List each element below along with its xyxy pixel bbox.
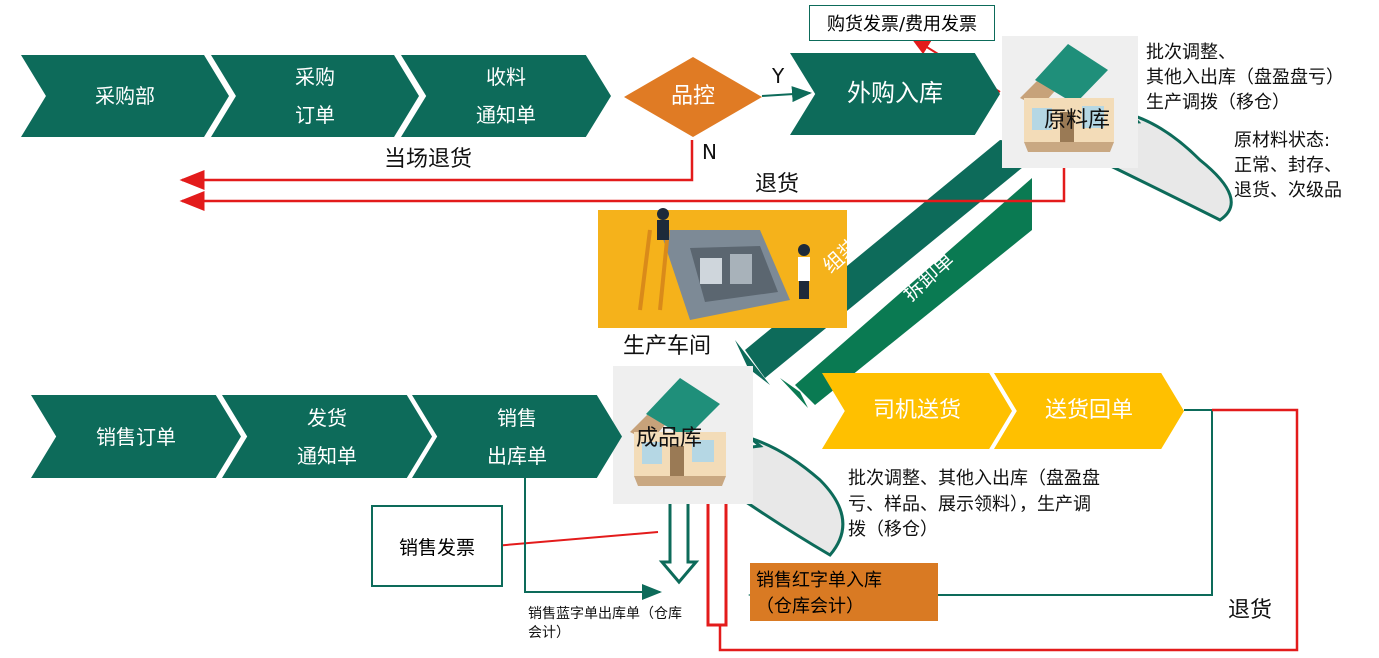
sales-invoice-label: 销售发票 <box>398 536 475 559</box>
assembly-arrow-head <box>735 340 770 385</box>
raw-ops-line-3: 生产调拨（移仓） <box>1146 92 1290 113</box>
onsite-return-line <box>179 140 694 190</box>
finished-warehouse-house-icon <box>613 366 753 504</box>
qc-yes-label: Y <box>772 64 785 88</box>
raw-ops-line-2: 其他入出库（盘盈盘亏） <box>1146 67 1344 88</box>
sales-outbound-label-2: 出库单 <box>487 443 547 468</box>
purchase-dept-label: 采购部 <box>95 84 155 108</box>
purchase-invoice-label: 购货发票/费用发票 <box>826 14 978 35</box>
purchase-order-step: 采购 订单 <box>211 55 419 137</box>
finished-ops-line-3: 拨（移仓） <box>848 519 938 540</box>
purchase-order-label-2: 订单 <box>295 103 335 127</box>
delivery-receipt-step: 送货回单 <box>994 373 1184 449</box>
workshop-illustration <box>598 208 847 328</box>
blue-outbound-line-2: 会计） <box>528 625 570 641</box>
delivery-notice-label-2: 通知单 <box>297 443 357 468</box>
sales-invoice-box: 销售发票 <box>371 505 503 587</box>
raw-status-line-3: 退货、次级品 <box>1234 180 1342 201</box>
receipt-notice-label-2: 通知单 <box>476 103 536 127</box>
raw-warehouse-house-icon <box>1002 36 1138 168</box>
sales-return-label: 退货 <box>1228 598 1273 623</box>
blue-outbound-line <box>524 478 662 600</box>
raw-return-label: 退货 <box>755 172 800 197</box>
purchase-order-label-1: 采购 <box>295 65 335 89</box>
delivery-notice-step: 发货 通知单 <box>222 395 432 478</box>
delivery-notice-label-1: 发货 <box>307 405 347 430</box>
raw-status-line-2: 正常、封存、 <box>1234 155 1342 176</box>
receipt-notice-step: 收料 通知单 <box>401 55 611 137</box>
sales-order-label: 销售订单 <box>96 424 176 449</box>
receipt-notice-label-1: 收料 <box>486 65 526 89</box>
workshop-label: 生产车间 <box>623 334 712 359</box>
disassembly-band <box>795 178 1032 405</box>
sales-invoice-arrow <box>480 531 659 554</box>
sales-red-inbound-line-2: （仓库会计） <box>756 596 864 617</box>
onsite-return-label: 当场退货 <box>384 147 473 172</box>
driver-delivery-step: 司机送货 <box>822 373 1012 449</box>
qc-yes-arrow <box>761 86 812 103</box>
delivery-receipt-label: 送货回单 <box>1044 398 1133 424</box>
purchase-inbound-label: 外购入库 <box>847 79 943 108</box>
finished-ops-line-1: 批次调整、其他入出库（盘盈盘 <box>848 468 1100 489</box>
raw-return-line <box>179 162 1066 211</box>
purchase-inbound-step: 外购入库 <box>790 53 1000 135</box>
raw-ops-line-1: 批次调整、 <box>1146 42 1236 63</box>
raw-status-line-1: 原材料状态: <box>1234 130 1331 151</box>
finished-ops-line-2: 亏、样品、展示领料），生产调 <box>848 494 1091 515</box>
purchase-invoice-box: 购货发票/费用发票 <box>809 5 995 41</box>
sales-red-inbound-line-1: 销售红字单入库 <box>756 570 882 591</box>
raw-warehouse-label: 原料库 <box>1044 108 1111 133</box>
qc-no-label: N <box>702 140 717 164</box>
sales-outbound-label-1: 销售 <box>497 405 537 430</box>
receipt-return-green <box>748 409 1213 603</box>
qc-label: 品控 <box>670 84 715 110</box>
receipt-return-red <box>718 408 1299 652</box>
sales-order-step: 销售订单 <box>31 395 241 478</box>
driver-delivery-label: 司机送货 <box>872 398 961 424</box>
purchase-dept-step: 采购部 <box>21 55 229 137</box>
sales-outbound-step: 销售 出库单 <box>412 395 622 478</box>
finished-warehouse-label: 成品库 <box>636 426 703 451</box>
blue-outbound-line-1: 销售蓝字单出库单（仓库 <box>528 606 682 622</box>
disassembly-arrow-head <box>780 378 808 408</box>
sales-red-inbound-box: 销售红字单入库 （仓库会计） <box>750 563 938 621</box>
